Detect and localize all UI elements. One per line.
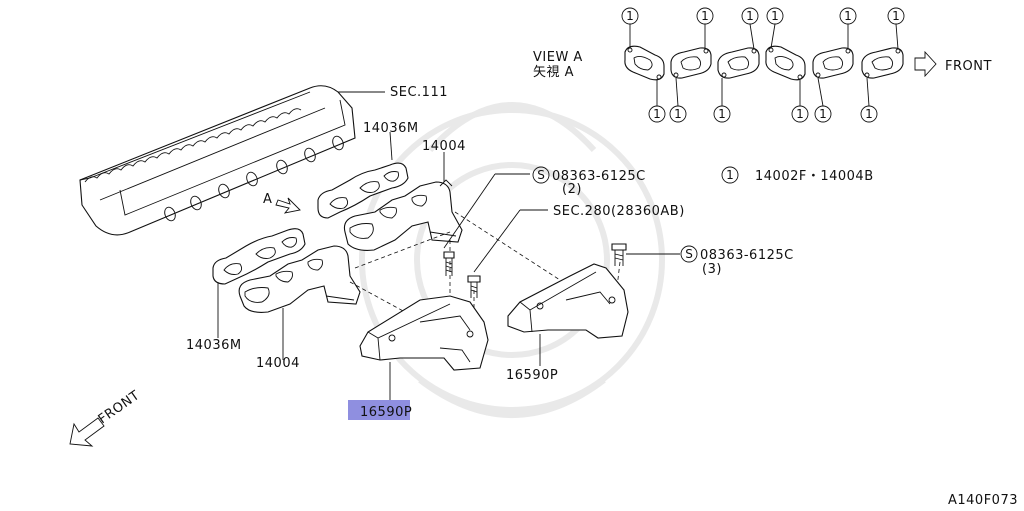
callout-circle: 1 bbox=[741, 7, 759, 25]
gasket-2 bbox=[670, 47, 712, 79]
svg-text:1: 1 bbox=[892, 9, 900, 23]
legend: 1 14002F・14004B bbox=[721, 166, 874, 184]
front-arrow-top: FRONT bbox=[914, 50, 992, 78]
bolt-2-part-number: 08363-6125C bbox=[700, 248, 794, 263]
gasket-4 bbox=[765, 45, 806, 81]
arrow-right-icon bbox=[914, 50, 937, 78]
lower-gasket-14036m: 14036M bbox=[186, 228, 306, 353]
cylinder-head: SEC.111 bbox=[79, 85, 448, 236]
svg-text:1: 1 bbox=[674, 107, 682, 121]
view-a-arrow: A bbox=[263, 192, 301, 214]
part-16590p-right: 16590P bbox=[506, 368, 558, 383]
svg-text:1: 1 bbox=[718, 107, 726, 121]
callout-circle: 1 bbox=[648, 105, 666, 123]
gasket-callout-bottom-row: 1 1 1 1 1 1 bbox=[648, 105, 878, 123]
part-14004-upper: 14004 bbox=[422, 139, 466, 154]
gasket-callout-top-row: 1 1 1 1 1 1 bbox=[621, 7, 905, 25]
figure-code: A140F073 bbox=[948, 493, 1018, 508]
heat-shield-right: 16590P bbox=[506, 263, 629, 383]
arrow-icon bbox=[275, 197, 301, 214]
gasket-group bbox=[624, 45, 904, 81]
callout-circle: 1 bbox=[839, 7, 857, 25]
gasket-callout-leaders bbox=[629, 23, 899, 107]
bolt bbox=[611, 243, 627, 266]
bolt-symbol: S bbox=[685, 247, 693, 261]
highlighted-part[interactable]: 16590P bbox=[348, 400, 412, 420]
legend-text: 14002F・14004B bbox=[755, 169, 874, 184]
bolt-1-quantity: (2) bbox=[562, 182, 582, 197]
bolt-1-part-number: 08363-6125C bbox=[552, 169, 646, 184]
part-16590p-highlight[interactable]: 16590P bbox=[360, 405, 412, 420]
upper-gasket-14036m: 14036M bbox=[317, 121, 419, 219]
callout-circle: 1 bbox=[621, 7, 639, 25]
view-a-section: VIEW A 矢視 A bbox=[533, 7, 992, 123]
svg-text:1: 1 bbox=[746, 9, 754, 23]
exhaust-ports bbox=[164, 135, 344, 222]
view-a-marker: A bbox=[263, 192, 272, 207]
part-highlight-box bbox=[348, 400, 410, 420]
bolt-callout-1: S 08363-6125C (2) bbox=[443, 166, 646, 249]
svg-text:1: 1 bbox=[626, 9, 634, 23]
view-a-title-jp: 矢視 A bbox=[533, 65, 574, 80]
callout-circle: 1 bbox=[887, 7, 905, 25]
front-label-bottom: FRONT bbox=[96, 388, 143, 427]
gasket-5 bbox=[812, 47, 854, 79]
legend-symbol: 1 bbox=[726, 168, 734, 182]
bolt-group bbox=[443, 243, 627, 298]
front-arrow-bottom: FRONT bbox=[69, 388, 143, 447]
svg-text:1: 1 bbox=[796, 107, 804, 121]
heat-shield-left bbox=[359, 295, 489, 402]
callout-circle: 1 bbox=[696, 7, 714, 25]
svg-text:1: 1 bbox=[819, 107, 827, 121]
svg-text:1: 1 bbox=[865, 107, 873, 121]
bolt bbox=[467, 275, 481, 298]
part-14036m-upper: 14036M bbox=[363, 121, 419, 136]
part-14004-lower: 14004 bbox=[256, 356, 300, 371]
svg-text:1: 1 bbox=[653, 107, 661, 121]
callout-circle: 1 bbox=[860, 105, 878, 123]
bolt bbox=[443, 251, 455, 276]
arrow-down-left-icon bbox=[69, 417, 105, 447]
watermark-emblem bbox=[359, 102, 665, 418]
callout-circle: 1 bbox=[766, 7, 784, 25]
callout-circle: 1 bbox=[814, 105, 832, 123]
bolt-callout-2: S 08363-6125C (3) bbox=[626, 245, 794, 277]
bolt-symbol: S bbox=[537, 168, 545, 182]
gasket-6 bbox=[861, 47, 904, 79]
svg-text:1: 1 bbox=[771, 9, 779, 23]
callout-circle: 1 bbox=[713, 105, 731, 123]
callout-circle: 1 bbox=[791, 105, 809, 123]
svg-text:1: 1 bbox=[701, 9, 709, 23]
front-label-top: FRONT bbox=[945, 59, 992, 74]
gasket-3 bbox=[717, 47, 760, 79]
part-14036m-lower: 14036M bbox=[186, 338, 242, 353]
sec-280-callout: SEC.280(28360AB) bbox=[473, 204, 685, 273]
upper-manifold-14004: 14004 bbox=[343, 139, 466, 251]
sec-111-label: SEC.111 bbox=[390, 85, 448, 100]
svg-text:1: 1 bbox=[844, 9, 852, 23]
sec-280-label: SEC.280(28360AB) bbox=[553, 204, 685, 219]
lower-manifold-14004: 14004 bbox=[238, 245, 361, 371]
gasket-1 bbox=[624, 45, 665, 81]
view-a-title: VIEW A bbox=[533, 50, 583, 65]
callout-circle: 1 bbox=[669, 105, 687, 123]
bolt-2-quantity: (3) bbox=[702, 262, 722, 277]
